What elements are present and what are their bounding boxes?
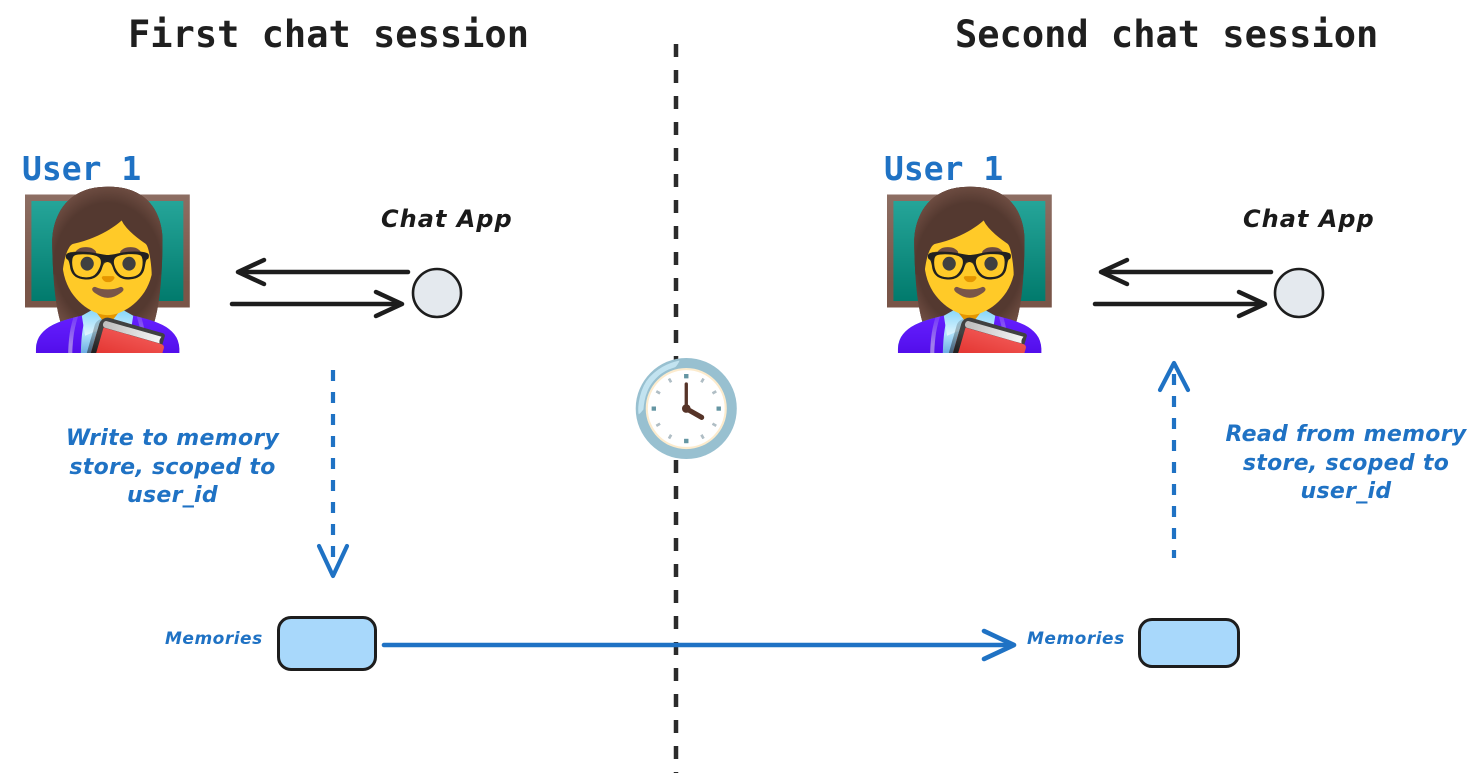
- chat-app-circle-icon: [411, 267, 463, 319]
- arrow-right-icon-first: [229, 289, 405, 319]
- session-title-first: First chat session: [128, 13, 529, 56]
- session-title-second: Second chat session: [955, 13, 1379, 56]
- write-arrow-first: [316, 370, 350, 579]
- write-note-line-2: store, scoped to: [69, 454, 276, 480]
- read-note-second: Read from memory store, scoped to user_i…: [1212, 421, 1480, 507]
- clock-icon: 🕓: [629, 355, 744, 462]
- user-label-first: User 1: [22, 149, 142, 188]
- write-note-line-3: user_id: [127, 483, 218, 509]
- user-label-second: User 1: [884, 149, 1004, 188]
- avatar-first: 👩‍🏫: [14, 184, 201, 358]
- write-note-line-1: Write to memory: [65, 426, 280, 451]
- memory-box-second[interactable]: [1138, 618, 1240, 668]
- arrow-right-icon-persist: [981, 628, 1017, 662]
- arrow-up-icon-second: [1157, 360, 1191, 393]
- read-note-line-2: store, scoped to: [1242, 450, 1450, 476]
- memory-box-first[interactable]: [277, 616, 377, 671]
- exchange-arrows-first: [229, 257, 411, 319]
- avatar-second: 👩‍🏫: [876, 184, 1063, 358]
- chat-app-circle-icon: [1273, 267, 1325, 319]
- arrow-right-icon-second: [1092, 289, 1268, 319]
- memories-label-first: Memories: [165, 629, 263, 649]
- arrow-left-icon-first: [235, 257, 411, 287]
- chat-app-node-first: [411, 267, 463, 319]
- read-note-line-1: Read from memory: [1225, 422, 1467, 447]
- session-divider: [673, 44, 679, 773]
- exchange-arrows-second: [1092, 257, 1274, 319]
- arrow-left-icon-second: [1098, 257, 1274, 287]
- write-note-first: Write to memory store, scoped to user_id: [40, 425, 305, 511]
- read-arrow-second: [1157, 360, 1191, 558]
- read-note-line-3: user_id: [1300, 479, 1392, 505]
- chat-app-label-first: Chat App: [381, 205, 513, 233]
- memories-label-second: Memories: [1027, 629, 1125, 649]
- chat-app-label-second: Chat App: [1243, 205, 1375, 233]
- memory-persist-arrow: [381, 628, 1017, 662]
- arrow-down-icon-first: [316, 543, 350, 579]
- chat-app-node-second: [1273, 267, 1325, 319]
